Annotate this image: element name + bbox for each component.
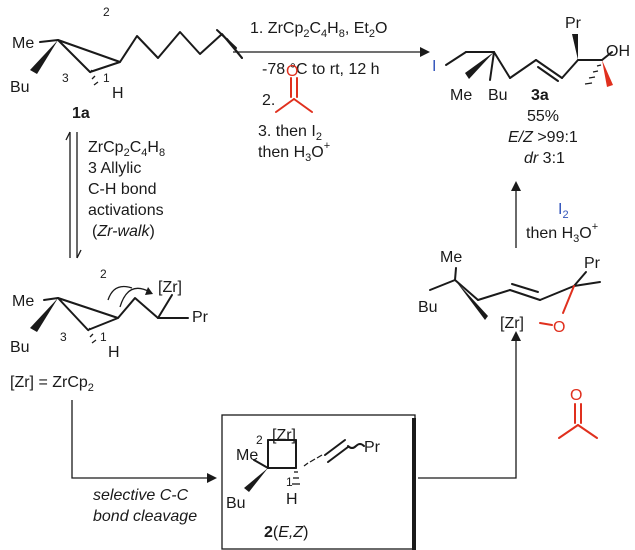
bottom-cond-line1: selective C-C (93, 487, 189, 504)
wedge-pr-3a (572, 34, 578, 60)
zr-label-ox: [Zr] (500, 315, 524, 332)
pr-label-3a: Pr (565, 15, 582, 32)
oh-label-3a: OH (606, 43, 630, 60)
acetone-top-oxygen: O (286, 63, 298, 80)
h-label-2: H (286, 491, 298, 508)
compound-label-2: 2(E,Z) (264, 524, 308, 541)
acetone-right-oxygen: O (570, 387, 582, 404)
compound-2-frame (221, 414, 416, 550)
wedge-bu-1a (30, 40, 58, 74)
left-equilibrium: ZrCp2C4H8 3 Allylic C-H bond activations… (65, 131, 165, 259)
left-cond-line5: (Zr-walk) (92, 223, 155, 240)
zr-label-int: [Zr] (158, 279, 182, 296)
compound-label-1a: 1a (72, 105, 90, 122)
curved-arrow-2 (107, 285, 133, 301)
wedge-me-3a (465, 52, 494, 79)
bu-label-1a: Bu (10, 79, 30, 96)
pr-label-int: Pr (192, 309, 209, 326)
h-label-int: H (108, 344, 120, 361)
bond-me-1a (39, 39, 59, 43)
left-cond-line1: ZrCp2C4H8 (88, 139, 165, 159)
cyclopropane-ring-1a (57, 39, 121, 73)
compound-1a: Me Bu H 2 3 1 1a (10, 5, 243, 122)
pr-label-2: Pr (364, 439, 381, 456)
bottom-cond-line2: bond cleavage (93, 508, 197, 525)
me-label-1a: Me (12, 35, 34, 52)
oxazirconacycle: Me Bu [Zr] O Pr (418, 249, 601, 336)
step1-line2: -78 °C to rt, 12 h (262, 61, 380, 78)
bu-label-ox: Bu (418, 299, 438, 316)
locant-1-2: 1 (286, 475, 293, 489)
me-label-2: Me (236, 447, 258, 464)
final-cond-line2: then H3O+ (526, 221, 598, 245)
cyclopropane-ring-int (57, 297, 119, 331)
left-cond-line3: C-H bond (88, 181, 156, 198)
locant-3-int: 3 (60, 330, 67, 344)
compound-label-3a: 3a (531, 87, 549, 104)
product-3a: I Me Bu Pr OH 3a 55% E/Z >99:1 dr 3:1 (432, 15, 630, 167)
bottom-arrowhead (207, 473, 217, 483)
me-label-int: Me (12, 293, 34, 310)
bu-label-int: Bu (10, 339, 30, 356)
o-label-ox: O (553, 319, 565, 336)
zr-intermediate: Me Bu H [Zr] Pr 2 3 1 [Zr] = ZrCp2 (10, 267, 209, 394)
allyl-chain-int (117, 297, 159, 319)
final-reaction: I2 then H3O+ (511, 181, 598, 248)
wedge-methyl-3a (602, 60, 613, 87)
iodine-label-3a: I (432, 58, 436, 75)
step3-line2: then H3O+ (258, 140, 330, 164)
bu-label-2: Bu (226, 495, 246, 512)
final-iodine: I2 (558, 201, 569, 221)
top-arrowhead (420, 47, 430, 57)
zr-label-2: [Zr] (272, 427, 296, 444)
right-reaction-arrow (418, 340, 517, 479)
me-label-ox: Me (440, 249, 462, 266)
bottom-reaction: selective C-C bond cleavage (71, 400, 217, 525)
ez-ratio-3a: E/Z >99:1 (508, 129, 578, 146)
compound-2-box: Me Bu H [Zr] Pr 2 1 2(E,Z) (221, 414, 416, 550)
step3-line1: 3. then I2 (258, 123, 322, 143)
acetone-top: O (275, 63, 313, 113)
top-reaction: 1. ZrCp2C4H8, Et2O -78 °C to rt, 12 h 2.… (233, 20, 430, 164)
wavy-bond-2 (347, 443, 365, 449)
right-arrowhead (511, 331, 521, 341)
h-label-1a: H (112, 85, 124, 102)
step2-number: 2. (262, 92, 275, 109)
yield-3a: 55% (527, 108, 559, 125)
locant-1-1a: 1 (103, 71, 110, 85)
locant-3-1a: 3 (62, 71, 69, 85)
right-reaction: O (418, 331, 598, 479)
wedge-bu-2 (244, 468, 268, 492)
locant-1-int: 1 (100, 330, 107, 344)
zr-definition: [Zr] = ZrCp2 (10, 374, 94, 394)
final-arrowhead (511, 181, 521, 191)
left-cond-line4: activations (88, 202, 164, 219)
wedge-ring-ox (455, 280, 488, 320)
curved-arrow-1 (119, 287, 151, 308)
bottom-reaction-arrow (71, 400, 208, 479)
step1-line1: 1. ZrCp2C4H8, Et2O (250, 20, 387, 40)
bu-label-3a: Bu (488, 87, 508, 104)
wedge-bu-int (30, 298, 58, 332)
locant-2-2: 2 (256, 433, 263, 447)
me-label-3a: Me (450, 87, 472, 104)
pr-label-ox: Pr (584, 255, 601, 272)
dr-ratio-3a: dr 3:1 (524, 150, 565, 167)
locant-2-int: 2 (100, 267, 107, 281)
locant-2-1a: 2 (103, 5, 110, 19)
left-cond-line2: 3 Allylic (88, 160, 141, 177)
acetone-right: O (558, 387, 598, 439)
